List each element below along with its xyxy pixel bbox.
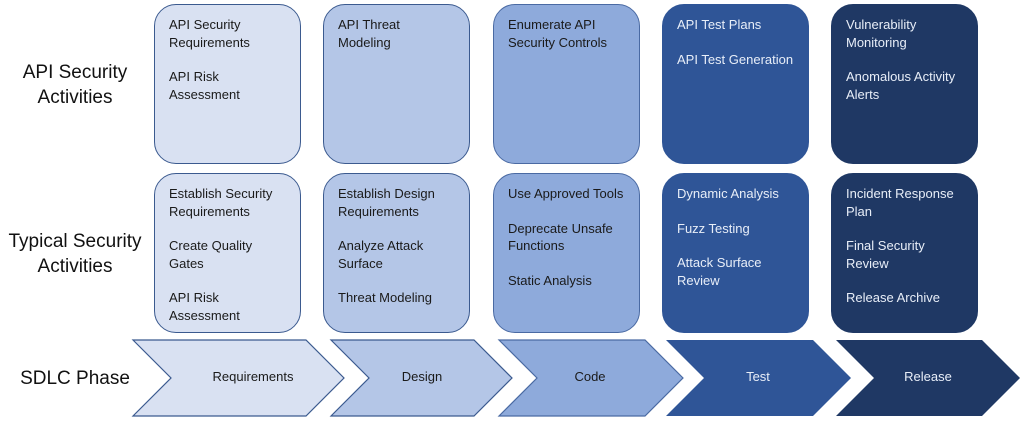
activity-item: Use Approved Tools — [508, 186, 624, 201]
typical-activities-release: Incident Response Plan Final Security Re… — [831, 173, 978, 333]
chevron-design — [329, 339, 513, 417]
activity-item: API Risk Assessment — [169, 69, 240, 102]
typical-activities-requirements: Establish Security Requirements Create Q… — [154, 173, 301, 333]
activity-item: Vulnerability Monitoring — [846, 17, 917, 50]
activity-item: Analyze Attack Surface — [338, 238, 424, 271]
activity-item: Enumerate API Security Controls — [508, 17, 607, 50]
api-activities-requirements: API Security Requirements API Risk Asses… — [154, 4, 301, 164]
api-activities-code: Enumerate API Security Controls — [493, 4, 640, 164]
api-activities-test: API Test Plans API Test Generation — [662, 4, 809, 164]
row-label-text: Typical Security Activities — [8, 231, 142, 277]
activity-item: API Test Generation — [677, 51, 794, 67]
activity-item: API Test Plans — [677, 17, 762, 32]
chevron-test — [666, 340, 851, 416]
activity-item: Final Security Review — [846, 238, 925, 271]
phase-label-release: Release — [904, 369, 952, 384]
row-label-text: SDLC Phase — [20, 368, 130, 389]
row-label-typical-security-activities: Typical Security Activities — [0, 229, 150, 279]
activity-item: Deprecate Unsafe Functions — [508, 220, 613, 254]
activity-item: API Threat Modeling — [338, 17, 400, 50]
activity-item: Incident Response Plan — [846, 186, 954, 219]
activity-item: Dynamic Analysis — [677, 186, 779, 201]
activity-item: Attack Surface Review — [677, 255, 762, 288]
phase-label-requirements: Requirements — [212, 369, 294, 384]
activity-item: Threat Modeling — [338, 290, 432, 305]
api-activities-design: API Threat Modeling — [323, 4, 470, 164]
activity-item: Fuzz Testing — [677, 220, 750, 236]
activity-item: Establish Security Requirements — [169, 186, 273, 219]
activity-item: Establish Design Requirements — [338, 186, 435, 219]
phase-label-design: Design — [401, 369, 443, 384]
activity-item: API Risk Assessment — [169, 290, 240, 323]
row-label-text: API Security Activities — [22, 62, 128, 108]
activity-item: Static Analysis — [508, 272, 592, 288]
activity-item: Anomalous Activity Alerts — [846, 69, 956, 102]
api-activities-release: Vulnerability Monitoring Anomalous Activ… — [831, 4, 978, 164]
typical-activities-code: Use Approved Tools Deprecate Unsafe Func… — [493, 173, 640, 333]
activity-item: API Security Requirements — [169, 17, 250, 50]
chevron-requirements — [131, 339, 345, 417]
row-label-sdlc-phase: SDLC Phase — [0, 366, 150, 391]
activity-item: Release Archive — [846, 290, 940, 305]
chevron-release — [836, 340, 1020, 416]
chevron-code — [497, 339, 684, 417]
activity-item: Create Quality Gates — [169, 238, 253, 271]
typical-activities-test: Dynamic Analysis Fuzz Testing Attack Sur… — [662, 173, 809, 333]
phase-label-code: Code — [574, 369, 606, 384]
phase-label-test: Test — [746, 369, 770, 384]
row-label-api-security-activities: API Security Activities — [0, 60, 150, 110]
typical-activities-design: Establish Design Requirements Analyze At… — [323, 173, 470, 333]
